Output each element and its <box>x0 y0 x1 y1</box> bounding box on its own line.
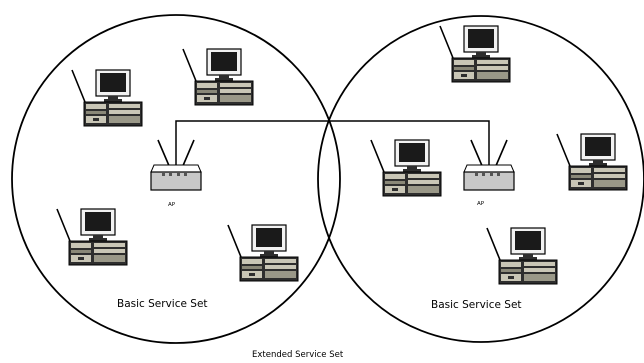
computer-icon <box>71 69 143 127</box>
computer-icon <box>227 224 299 282</box>
bss-right-boundary <box>317 15 644 343</box>
bss-right-label: Basic Service Set <box>431 299 522 311</box>
ess-label: Extended Service Set <box>252 350 344 360</box>
ap-right-label: AP <box>477 201 485 207</box>
ap-left-label: AP <box>168 202 176 208</box>
computer-icon <box>556 133 628 191</box>
computer-icon <box>56 208 128 266</box>
bss-left-boundary <box>11 14 341 344</box>
bss-left-label: Basic Service Set <box>117 298 208 310</box>
computer-icon <box>370 139 442 197</box>
computer-icon <box>486 227 558 285</box>
computer-icon <box>182 48 254 106</box>
distribution-link <box>175 120 490 171</box>
computer-icon <box>439 25 511 83</box>
